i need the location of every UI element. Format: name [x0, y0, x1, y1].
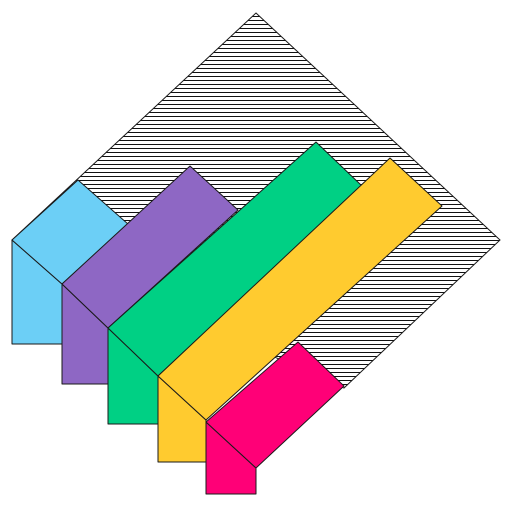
stripe-magenta: [205, 341, 345, 495]
stripe-blue: [11, 179, 129, 345]
stripe-yellow: [157, 157, 443, 463]
stripe-magenta-top: [205, 341, 345, 469]
stripe-purple: [61, 165, 239, 385]
stripe-yellow-top: [157, 157, 443, 421]
stripe-purple-top: [61, 165, 239, 329]
